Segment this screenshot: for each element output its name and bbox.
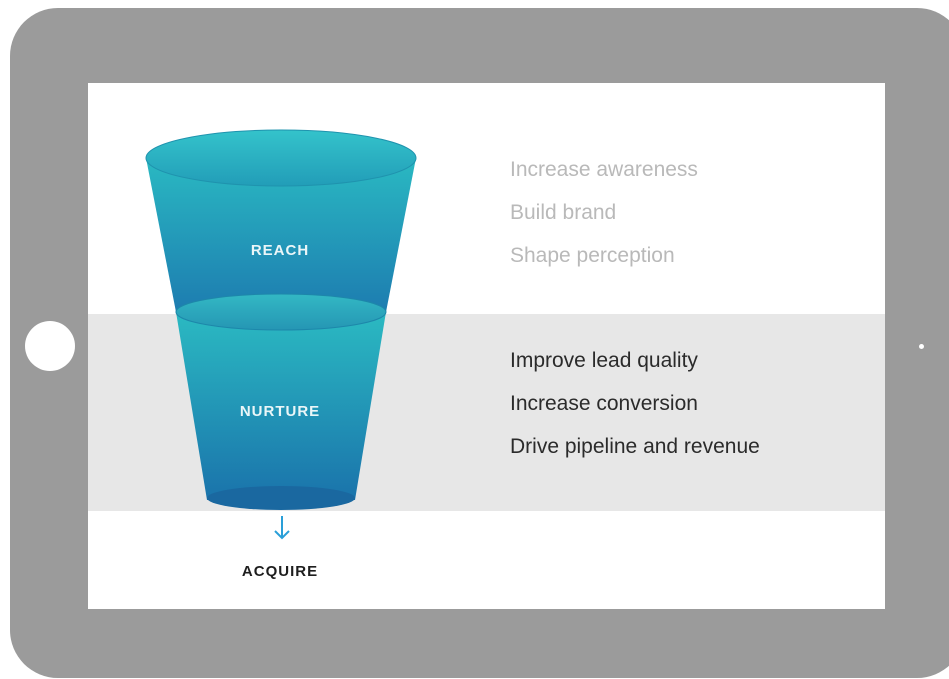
reach-goal-item: Increase awareness [510,158,698,181]
reach-goal-item: Shape perception [510,244,675,267]
reach-goal-item: Build brand [510,201,617,224]
funnel-diagram [145,129,417,510]
reach-top-ellipse [145,129,417,187]
nurture-top-ellipse [175,293,387,331]
funnel-bottom-ellipse [207,486,355,510]
home-button-icon[interactable] [25,321,75,371]
down-arrow-icon [274,516,290,540]
nurture-label: NURTURE [239,403,321,420]
camera-icon [919,344,924,349]
reach-segment [146,158,416,312]
nurture-goal-item: Drive pipeline and revenue [510,435,760,458]
nurture-segment [176,312,386,500]
acquire-label: ACQUIRE [241,563,319,580]
nurture-goal-item: Increase conversion [510,392,698,415]
nurture-goal-item: Improve lead quality [510,349,698,372]
nurture-goals-list: Improve lead quality Increase conversion… [510,339,760,468]
reach-goals-list: Increase awareness Build brand Shape per… [510,148,698,277]
slide-screen: REACH NURTURE ACQUIRE Increase awareness… [88,83,885,609]
reach-label: REACH [250,242,310,259]
